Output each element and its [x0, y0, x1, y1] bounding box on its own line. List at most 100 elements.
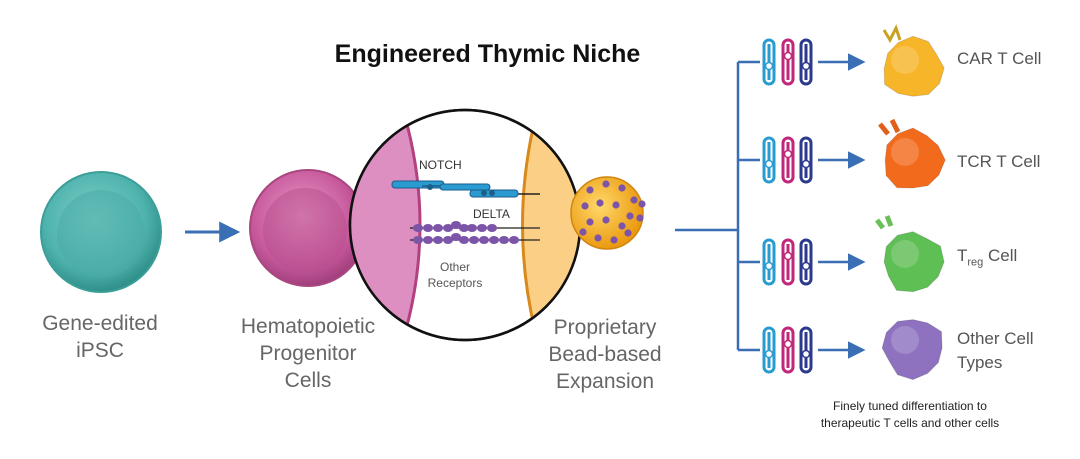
hpc-label-line-2: Progenitor [259, 342, 357, 365]
marker-node [783, 149, 793, 159]
receptor-bead [467, 224, 477, 232]
receptor-bead [487, 224, 497, 232]
tcr-t-cell-label: TCR T Cell [957, 152, 1041, 171]
receptor-bead [423, 236, 433, 244]
bead-label-line-3: Expansion [555, 370, 655, 393]
bead-label-line-1: Proprietary [553, 316, 657, 339]
marker-node [764, 261, 774, 271]
bead-dot [618, 184, 626, 192]
marker-node [764, 61, 774, 71]
treg-label-sub: reg [967, 256, 984, 269]
output-cell-highlight [891, 240, 919, 268]
notch-label: NOTCH [419, 158, 462, 172]
page-title: Engineered Thymic Niche [334, 40, 641, 68]
output-cell-highlight [891, 138, 919, 166]
receptor-bead [509, 236, 519, 244]
output-cell [883, 231, 945, 293]
other-cell-types-line-1: Other Cell [957, 329, 1034, 348]
bead-dot [594, 234, 602, 242]
receptor-bead [459, 224, 469, 232]
hpc-cell [249, 169, 367, 287]
bead-dot [630, 196, 638, 204]
tcr-receptor-icon [878, 118, 901, 136]
delta-label: DELTA [473, 207, 510, 221]
other-receptors-line-2: Receptors [427, 276, 483, 290]
bead-dot [618, 222, 626, 230]
receptor-bead [433, 224, 443, 232]
receptor-bead [451, 233, 461, 241]
car-receptor-icon [882, 24, 902, 44]
bead-dot [586, 218, 594, 226]
hpc-label-line-3: Cells [284, 369, 332, 392]
bead-dot [581, 202, 589, 210]
receptor-bead [451, 221, 461, 229]
hpc-label-line-1: Hematopoietic [240, 315, 376, 338]
bead-dot [612, 201, 620, 209]
delta-ligand [469, 189, 540, 198]
expansion-bead [570, 176, 646, 250]
other-cell-types-line-2: Types [957, 353, 1003, 372]
marker-node [801, 261, 811, 271]
receptor-bead [423, 224, 433, 232]
differentiation-caption: Finely tuned differentiation to therapeu… [770, 398, 1050, 432]
marker-node [783, 51, 793, 61]
receptor-bead [477, 224, 487, 232]
bead-dot [624, 229, 632, 237]
bead-label: Proprietary Bead-based Expansion [520, 314, 690, 395]
other-receptors-line-1: Other [439, 260, 470, 274]
marker-node [764, 159, 774, 169]
output-arrows [818, 53, 866, 359]
marker-node [801, 159, 811, 169]
differentiation-markers [762, 38, 813, 374]
marker-node [801, 349, 811, 359]
other-receptors [410, 221, 540, 244]
output-cell [883, 35, 945, 97]
ipsc-label: Gene-edited iPSC [10, 310, 190, 364]
output-cell [884, 127, 946, 189]
output-cell [881, 319, 943, 381]
caption-line-1: Finely tuned differentiation to [833, 399, 987, 413]
receptor-bead [413, 224, 423, 232]
receptor-bead [443, 236, 453, 244]
treg-cell-label: Treg Cell [957, 246, 1017, 268]
bead-dot [610, 236, 618, 244]
receptor-bead [433, 236, 443, 244]
hpc-label: Hematopoietic Progenitor Cells [218, 313, 398, 394]
treg-receptor-icon [875, 215, 894, 230]
bead-dot [596, 199, 604, 207]
marker-node [764, 349, 774, 359]
bead-dot [636, 214, 644, 222]
ipsc-label-line-2: iPSC [76, 339, 124, 362]
receptor-bead [459, 236, 469, 244]
treg-label-main: T [957, 246, 968, 265]
receptor-bead [489, 236, 499, 244]
receptor-bead [469, 236, 479, 244]
bead-dot [586, 186, 594, 194]
branch-connectors [675, 60, 760, 352]
output-cell-highlight [891, 326, 919, 354]
other-cell-types-label: Other Cell Types [957, 327, 1034, 375]
ipsc-cell [40, 171, 162, 293]
receptor-bead [479, 236, 489, 244]
car-t-cell-label: CAR T Cell [957, 49, 1042, 68]
treg-label-rest: Cell [983, 246, 1018, 265]
marker-node [783, 339, 793, 349]
marker-node [783, 251, 793, 261]
other-receptors-label: Other Receptors [420, 259, 490, 291]
bead-label-line-2: Bead-based [548, 343, 662, 366]
bead-dot [638, 200, 646, 208]
receptor-bead [443, 224, 453, 232]
output-cells [875, 24, 946, 381]
notch-receptor [391, 180, 491, 191]
marker-node [801, 61, 811, 71]
receptor-bead [499, 236, 509, 244]
bead-dot [626, 212, 634, 220]
bead-dot [579, 228, 587, 236]
output-cell-highlight [891, 46, 919, 74]
bead-dot [602, 216, 610, 224]
ipsc-label-line-1: Gene-edited [42, 312, 158, 335]
caption-line-2: therapeutic T cells and other cells [820, 416, 1000, 430]
receptor-bead [413, 236, 423, 244]
bead-dot [602, 180, 610, 188]
